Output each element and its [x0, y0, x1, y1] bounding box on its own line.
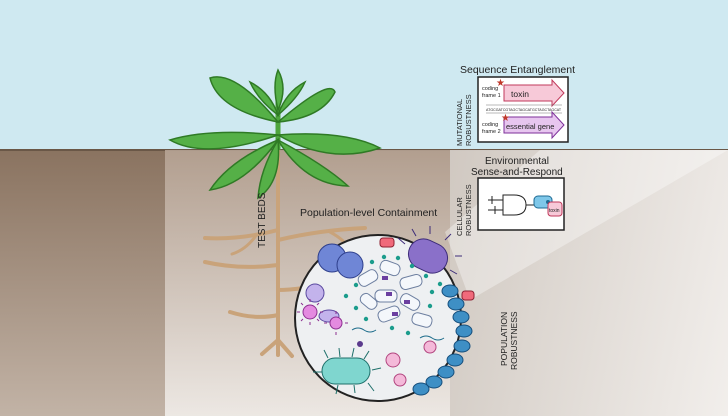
leaf [209, 76, 280, 124]
purple-markers [382, 276, 410, 316]
plasmid-dots [343, 254, 443, 336]
purple-rod-bacterium [397, 226, 462, 275]
population-robustness-label-2: ROBUSTNESS [509, 311, 519, 370]
sequence-text: ATGCGATCGTAGCTAGCATGCTAGCTAGCAT [486, 108, 562, 112]
leaf [208, 138, 281, 191]
coding-frame-2-label-1: coding [482, 122, 498, 128]
blue-chain-bacterium [412, 284, 473, 396]
sequence-entanglement-panel: Sequence Entanglement coding frame 1 tox… [455, 64, 575, 146]
essential-gene-arrow [503, 110, 565, 140]
coding-frame-1-label-1: coding [482, 86, 498, 92]
population-circle [294, 226, 475, 402]
plant [168, 68, 382, 200]
leaf [248, 80, 280, 118]
coding-frame-1-label-2: frame 1 [482, 93, 501, 99]
pink-round-cell [385, 352, 401, 368]
pink-cell [379, 237, 395, 248]
leaf [257, 137, 280, 200]
leaf [275, 87, 336, 123]
sequence-entanglement-title: Sequence Entanglement [460, 64, 575, 76]
population-containment-label: Population-level Containment [300, 207, 437, 219]
leaf [275, 133, 382, 155]
toxin-output: toxin [547, 201, 563, 217]
lavender-cell [305, 283, 325, 303]
environmental-title-1: Environmental [485, 156, 549, 167]
environmental-title-2: Sense-and-Respond [471, 167, 563, 178]
pink-round-cell [423, 340, 437, 354]
pink-round-cell [393, 373, 407, 387]
mutational-robustness-label-2: ROBUSTNESS [464, 94, 473, 146]
population-robustness-label-1: POPULATION [499, 312, 509, 366]
leaf [276, 80, 307, 118]
test-beds-label: TEST BEDS [257, 192, 268, 248]
teal-flagellated-bacterium [313, 347, 382, 395]
mutation-star-icon: ★ [501, 113, 510, 124]
toxin-label: toxin [511, 89, 529, 99]
cellular-robustness-label-2: ROBUSTNESS [464, 184, 473, 236]
mutational-robustness-label-1: MUTATIONAL [455, 99, 464, 146]
leaf [275, 138, 350, 187]
toxin-arrow [503, 78, 565, 108]
env-toxin-label: toxin [549, 208, 560, 214]
logic-gate-circuit [488, 194, 534, 216]
blue-cell [336, 251, 364, 279]
pink-cell [461, 290, 475, 301]
sky [0, 0, 728, 150]
leaf [274, 68, 284, 113]
dna-strands [351, 327, 445, 341]
coding-frame-2-label-2: frame 2 [482, 129, 501, 135]
environmental-panel: Environmental Sense-and-Respond toxin CE… [455, 156, 565, 236]
essential-gene-label: essential gene [506, 122, 554, 131]
pink-spiky-cell [324, 311, 348, 335]
mutation-star-icon: ★ [496, 78, 505, 89]
cellular-robustness-label-1: CELLULAR [455, 197, 464, 236]
leaf [168, 131, 279, 150]
dark-cell [357, 341, 363, 347]
pink-spiky-cell [297, 299, 323, 325]
